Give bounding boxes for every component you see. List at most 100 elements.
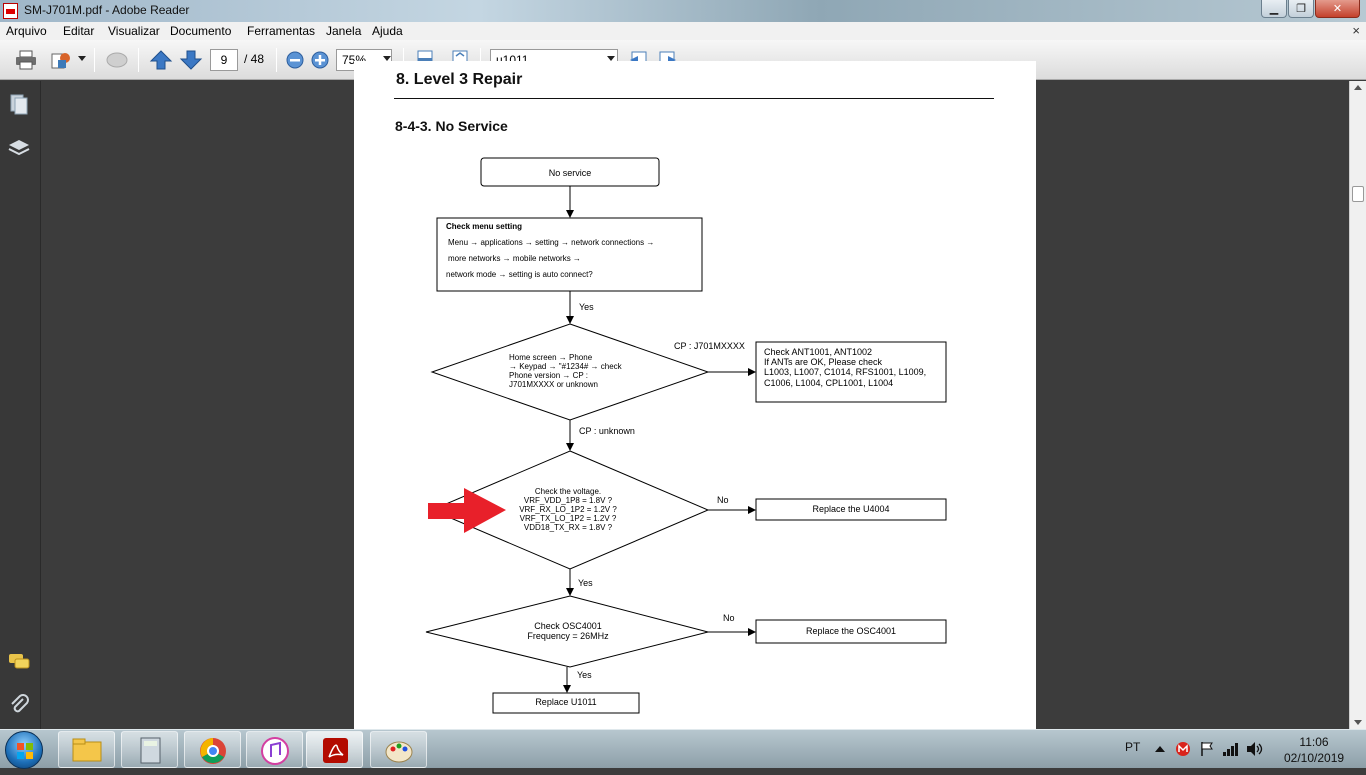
section-heading: 8. Level 3 Repair (396, 71, 523, 88)
close-button[interactable]: ✕ (1315, 0, 1360, 18)
volume-icon[interactable] (1246, 741, 1264, 757)
zoom-out-icon[interactable] (285, 50, 307, 70)
close-document-button[interactable]: × (1352, 23, 1360, 38)
taskbar-paint[interactable] (370, 731, 427, 768)
toolbar-separator (403, 48, 404, 72)
flow-no-label: No (717, 495, 729, 505)
taskbar-adobe-reader[interactable] (306, 731, 363, 768)
menu-janela[interactable]: Janela (326, 24, 362, 38)
maximize-button[interactable]: ❐ (1288, 0, 1314, 18)
system-clock[interactable]: 11:06 02/10/2019 (1284, 734, 1344, 766)
flow-decision-line: VDD18_TX_RX = 1.8V ? (524, 523, 613, 532)
layers-icon[interactable] (8, 137, 30, 159)
annotation-arrow-icon (428, 488, 506, 533)
scroll-up-arrow[interactable] (1354, 85, 1362, 90)
zoom-dropdown-arrow[interactable] (383, 56, 391, 61)
action-center-flag-icon[interactable] (1200, 741, 1214, 757)
pdf-page: 8. Level 3 Repair 8-4-3. No Service No s… (354, 61, 1036, 741)
flow-no-label: No (723, 613, 735, 623)
menu-arquivo[interactable]: Arquivo (6, 24, 47, 38)
title-bar: SM-J701M.pdf - Adobe Reader ▁ ❐ ✕ (0, 0, 1366, 22)
comments-icon[interactable] (8, 650, 30, 672)
network-signal-icon[interactable] (1222, 742, 1240, 756)
show-hidden-icons-icon[interactable] (1155, 745, 1165, 753)
flow-decision-line: Check the voltage. (535, 487, 601, 496)
page-thumbnails-icon[interactable] (8, 93, 30, 115)
flow-replace-u4004-text: Replace the U4004 (812, 504, 889, 514)
flow-menu-line: Menu → applications → setting → network … (448, 238, 654, 247)
window-title: SM-J701M.pdf - Adobe Reader (24, 3, 190, 17)
minimize-button[interactable]: ▁ (1261, 0, 1287, 18)
chrome-icon (200, 738, 226, 764)
taskbar: PT 11:06 02/10/2019 (0, 729, 1366, 769)
share-dropdown-arrow[interactable] (78, 56, 86, 61)
flow-menu-line: network mode → setting is auto connect? (446, 270, 593, 279)
toolbar-separator (480, 48, 481, 72)
flow-yes-label: Yes (578, 578, 593, 588)
windows-logo-icon (17, 743, 33, 759)
scroll-down-arrow[interactable] (1354, 720, 1362, 725)
arrow-down-icon[interactable] (179, 50, 203, 70)
adobe-reader-icon (323, 738, 348, 763)
flow-start-text: No service (549, 168, 592, 178)
menu-visualizar[interactable]: Visualizar (108, 24, 160, 38)
taskbar-calculator[interactable] (121, 731, 178, 768)
attachments-icon[interactable] (8, 693, 30, 715)
taskbar-chrome[interactable] (184, 731, 241, 768)
cloud-comment-icon[interactable] (106, 50, 128, 70)
flow-menu-title: Check menu setting (446, 222, 522, 231)
flow-menu-box (436, 217, 703, 292)
flow-decision-line: VRF_RX_LO_1P2 = 1.2V ? (519, 505, 617, 514)
flow-ant-line: Check ANT1001, ANT1002 (764, 347, 872, 357)
arrow-up-icon[interactable] (149, 50, 173, 70)
menu-bar: Arquivo Editar Visualizar Documento Ferr… (0, 22, 1366, 40)
flow-ant-line: If ANTs are OK, Please check (764, 357, 883, 367)
search-dropdown-arrow[interactable] (607, 56, 615, 61)
taskbar-itunes[interactable] (246, 731, 303, 768)
itunes-icon (261, 737, 289, 765)
flow-cp-j701-label: CP : J701MXXXX (674, 341, 745, 351)
menu-ferramentas[interactable]: Ferramentas (247, 24, 316, 38)
flow-ant-box (755, 341, 947, 403)
flow-cp-unknown-label: CP : unknown (579, 426, 635, 436)
share-icon[interactable] (50, 50, 72, 70)
vertical-scrollbar[interactable] (1349, 81, 1366, 729)
toolbar-separator (276, 48, 277, 72)
flow-replace-u4004-box (755, 498, 947, 521)
flow-decision-line: Phone version → CP : (509, 371, 588, 380)
menu-ajuda[interactable]: Ajuda (372, 24, 403, 38)
flow-replace-osc-box (755, 619, 947, 644)
scroll-thumb[interactable] (1352, 186, 1364, 202)
page-subheading: 8-4-3. No Service (395, 118, 508, 134)
language-indicator[interactable]: PT (1125, 740, 1141, 754)
toolbar-separator (138, 48, 139, 72)
flow-decision-line: VRF_VDD_1P8 = 1.8V ? (524, 496, 613, 505)
flow-decision-line: VRF_TX_LO_1P2 = 1.2V ? (520, 514, 617, 523)
antivirus-tray-icon[interactable] (1175, 741, 1191, 757)
flow-decision-line: → Keypad → "#1234# → check (509, 362, 623, 371)
flow-decision-line: Frequency = 26MHz (527, 631, 609, 641)
printer-icon[interactable] (15, 50, 37, 70)
menu-documento[interactable]: Documento (170, 24, 232, 38)
start-button[interactable] (5, 731, 43, 769)
flow-ant-line: C1006, L1004, CPL1001, L1004 (764, 378, 893, 388)
flow-decision-line: Check OSC4001 (534, 621, 602, 631)
taskbar-file-explorer[interactable] (58, 731, 115, 768)
flow-decision-line: J701MXXXX or unknown (509, 380, 598, 389)
zoom-in-icon[interactable] (310, 50, 332, 70)
toolbar-separator (94, 48, 95, 72)
menu-editar[interactable]: Editar (63, 24, 95, 38)
page-number-input[interactable]: 9 (210, 49, 238, 71)
flow-yes-label: Yes (579, 302, 594, 312)
flow-replace-u1011-box (492, 692, 640, 714)
clock-date: 02/10/2019 (1284, 751, 1345, 765)
adobe-pdf-icon (3, 3, 18, 19)
navigation-pane (0, 81, 41, 729)
file-explorer-icon (72, 738, 102, 762)
page-total: / 48 (244, 52, 265, 66)
flow-replace-osc-text: Replace the OSC4001 (806, 626, 896, 636)
flowchart: No service Check menu setting Menu → app… (425, 157, 947, 714)
flow-yes-label: Yes (577, 670, 592, 680)
clock-time: 11:06 (1299, 735, 1329, 749)
document-view[interactable]: 8. Level 3 Repair 8-4-3. No Service No s… (41, 61, 1349, 741)
